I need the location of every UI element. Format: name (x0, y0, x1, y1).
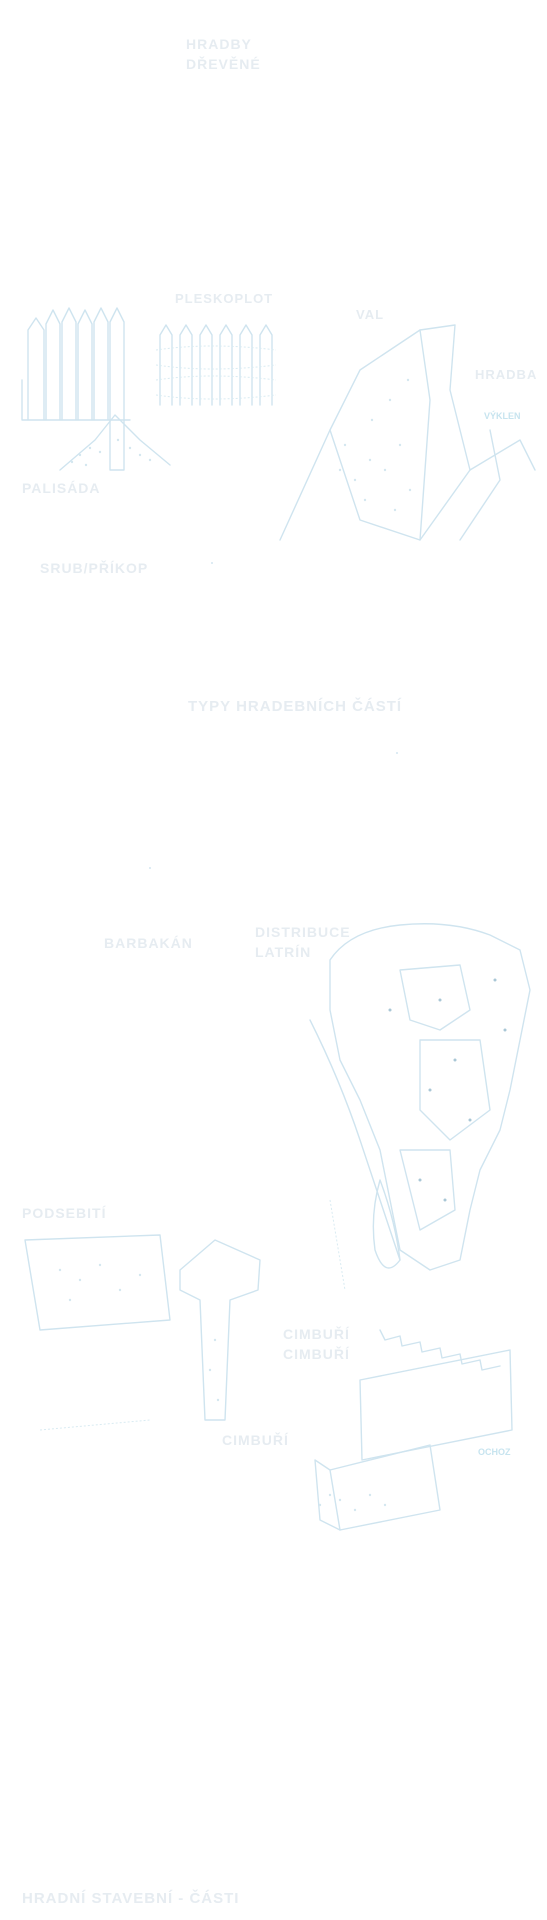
moat-label: SRUB/PŘÍKOP (40, 560, 149, 576)
title-line2: DŘEVĚNÉ (186, 56, 261, 72)
title-line1: HRADBY (186, 36, 252, 52)
rampart-illustration (279, 324, 536, 541)
footer-label: HRADNÍ STAVEBNÍ - ČÁSTI (22, 1890, 240, 1907)
wall-label: HRADBA (475, 367, 538, 382)
palisade-illustration (21, 307, 171, 471)
section-heading: TYPY HRADEBNÍCH ČÁSTÍ (188, 698, 403, 715)
stray-marks (149, 562, 398, 869)
battlement-label-line2: CIMBUŘÍ (283, 1346, 350, 1362)
latrine-label-line1: DISTRIBUCE (255, 924, 351, 940)
note-label-b: ochoz (478, 1447, 511, 1457)
battlements-illustration (314, 1329, 513, 1531)
castle-plan-illustration (309, 923, 531, 1291)
battlement-label-line1: CIMBUŘÍ (283, 1326, 350, 1342)
latrine-label-line2: LATRÍN (255, 944, 312, 960)
barbican-label: BARBAKÁN (104, 935, 193, 951)
battlement-label-bottom: CIMBUŘÍ (222, 1432, 289, 1448)
hoarding-label: PODSEBITÍ (22, 1205, 107, 1221)
palisade-label: PALISÁDA (22, 480, 101, 496)
hoarding-illustration (24, 1234, 261, 1431)
note-label-a: výklen (484, 411, 521, 421)
woven-fence-label: PLESKOPLOT (175, 291, 274, 306)
woven-fence-illustration (155, 324, 277, 406)
rampart-label: VAL (356, 307, 385, 322)
